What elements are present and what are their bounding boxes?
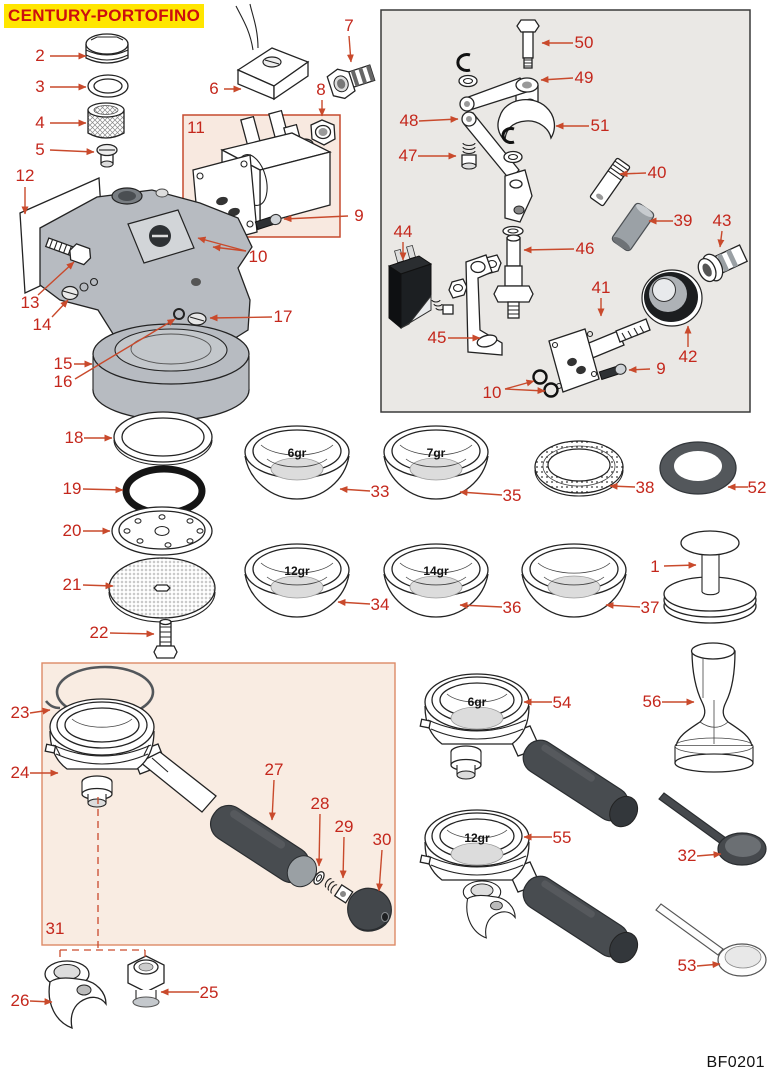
part-25-spout-nut: [127, 955, 165, 1008]
leader-line-27: [268, 779, 276, 821]
part-30-handle-cap: [347, 887, 392, 932]
part-41-valve-body: [548, 318, 651, 393]
part-c-clip: [501, 127, 515, 144]
leader-line-43: [717, 230, 725, 248]
sheet-code: BF0201: [706, 1054, 765, 1071]
leader-line-17: [209, 314, 273, 322]
part-17-screw: [173, 308, 207, 326]
part-1-plastic-tamper: [663, 530, 757, 624]
part-9-screw: [254, 213, 282, 231]
leader-line-26: [29, 998, 53, 1006]
part-44-microswitch: [387, 244, 454, 330]
leader-line-28: [315, 813, 323, 867]
part-55-portafilter-12gr: [419, 809, 639, 964]
part-14-screw: [61, 285, 79, 301]
part-42-grommet: [641, 269, 703, 327]
part-54-portafilter-6gr: [419, 673, 639, 828]
leader-line-22: [109, 630, 155, 638]
leader-line-10: [197, 236, 247, 252]
part-50-bolt: [516, 19, 540, 69]
part-53-measuring-spoon-light: [655, 903, 767, 977]
leader-line-21: [82, 582, 114, 590]
leader-line-38: [609, 482, 636, 490]
leader-line-34: [337, 598, 371, 606]
leader-line-10: [504, 387, 546, 395]
part-9-screw-lower: [598, 363, 627, 381]
part-29-spring-screw: [324, 878, 354, 904]
basket-35-size-label: 7gr: [427, 446, 446, 460]
part-45-bracket: [465, 254, 503, 356]
part-4-mesh-filter: [87, 102, 125, 139]
leader-line-5: [49, 148, 95, 156]
part-46-valve-stem: [493, 225, 534, 319]
part-32-measuring-spoon-dark: [658, 792, 767, 866]
leader-line-53: [696, 961, 721, 969]
leader-line-48: [418, 115, 459, 123]
leader-line-14: [51, 299, 69, 318]
leader-line-35: [459, 489, 503, 497]
part-56-metal-tamper: [674, 642, 754, 773]
leader-line-10: [212, 244, 247, 252]
leader-line-30: [376, 849, 384, 892]
leader-line-49: [540, 76, 574, 84]
part-48-rod: [461, 111, 533, 223]
part-38-perforated-ring: [534, 440, 624, 497]
part-28-washer: [313, 871, 325, 885]
leader-line-29: [339, 836, 347, 879]
basket-36-size-label: 14gr: [423, 564, 449, 578]
part-26-single-spout: [44, 960, 107, 1029]
part-52-flat-gasket: [659, 441, 737, 495]
basket-34-size-label: 12gr: [284, 564, 310, 578]
diagram-title: CENTURY-PORTOFINO: [4, 4, 205, 28]
part-21-shower-screen: [108, 557, 216, 623]
part-47-screw: [461, 142, 477, 170]
leader-line-9: [628, 366, 651, 374]
part-12-group-head-assembly: [19, 177, 253, 421]
leader-line-23: [29, 707, 51, 715]
portafilter-55-size-label: 12gr: [464, 831, 490, 845]
leader-line-10: [504, 379, 535, 390]
leader-line-19: [82, 486, 124, 494]
part-37-basket-blind: [521, 543, 627, 618]
part-24-portafilter-body: [44, 698, 217, 813]
part-22-screw: [153, 618, 178, 659]
part-3-gasket-ring: [87, 74, 129, 98]
part-7-fitting: [326, 64, 376, 100]
leader-line-7: [346, 35, 354, 63]
part-20-dispersion-disc: [111, 506, 213, 556]
leader-line-36: [459, 601, 503, 609]
part-2-cap: [85, 33, 129, 64]
part-5-screw: [96, 143, 118, 168]
leader-line-13: [37, 261, 75, 296]
leader-line-9: [283, 215, 349, 223]
part-43-hose-fitting: [697, 244, 749, 283]
part-39-roller: [611, 202, 655, 252]
leader-line-46: [523, 246, 575, 254]
part-6-junction-box: [235, 3, 310, 101]
portafilter-54-size-label: 6gr: [468, 695, 487, 709]
part-18-ring: [113, 411, 213, 466]
part-13-bolt: [44, 237, 92, 266]
leader-lines: [21, 35, 748, 1006]
leader-line-32: [696, 851, 722, 859]
leader-line-37: [605, 601, 641, 609]
leader-line-40: [619, 170, 647, 178]
leader-line-16: [74, 318, 176, 380]
part-33-basket-6gr: [244, 425, 350, 500]
part-27-handle: [209, 804, 318, 888]
part-35-basket-7gr: [383, 425, 489, 500]
leader-line-1: [663, 561, 697, 569]
leader-line-33: [339, 486, 371, 493]
part-34-basket-12gr: [244, 543, 350, 618]
basket-33-size-label: 6gr: [288, 446, 307, 460]
